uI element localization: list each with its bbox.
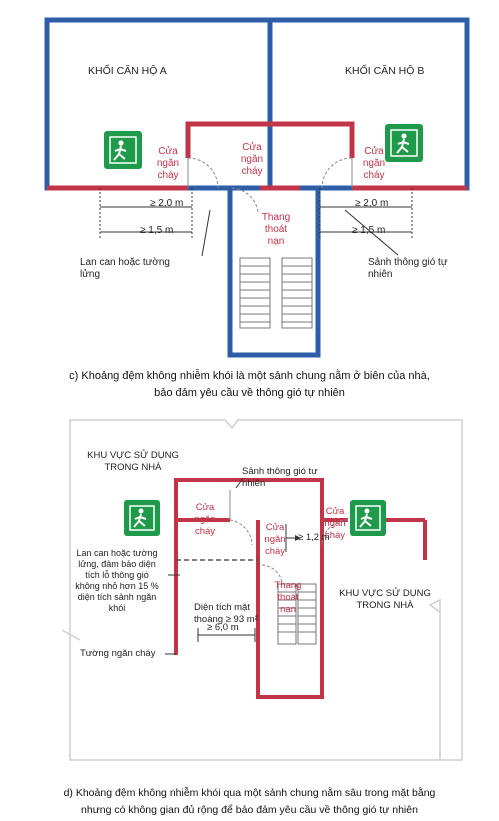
fire-door-label-center: Cửa ngăn cháy: [240, 142, 264, 177]
fire-door-label-left-d: Cửa ngăn cháy: [194, 502, 216, 537]
dim-right-2m: ≥ 2,0 m: [355, 198, 389, 209]
dim-left-2m: ≥ 2,0 m: [150, 198, 184, 209]
diagram-d-walls: [61, 419, 463, 761]
railing-label-d: Lan can hoặc tường lửng, đảm bảo diện tí…: [75, 548, 159, 613]
dim-door-1-2m: ≥ 1,2 m: [298, 532, 330, 543]
exit-sign-icon: [124, 500, 160, 536]
block-b-label: KHỐI CĂN HỘ B: [345, 65, 425, 77]
stair-label-d: Thang thoát nạn: [274, 580, 302, 615]
fire-door-label-center-d: Cửa ngăn cháy: [264, 522, 286, 557]
dim-left-1-5m: ≥ 1,5 m: [140, 225, 174, 236]
dim-width-6m: ≥ 6,0 m: [207, 622, 239, 633]
diagram-c-walls: [44, 17, 470, 358]
fire-wall-label: Tường ngăn cháy: [80, 648, 156, 659]
exit-sign-icon: [104, 131, 142, 169]
railing-label: Lan can hoặc tường lửng: [80, 257, 170, 280]
use-area-left-label: KHU VỰC SỬ DỤNG TRONG NHÀ: [87, 450, 179, 473]
fire-door-label-left: Cửa ngăn cháy: [156, 146, 180, 181]
caption-c: c) Khoảng đệm không nhiễm khói là một sả…: [69, 370, 430, 399]
exit-sign-icon: [385, 124, 423, 162]
block-a-label: KHỐI CĂN HỘ A: [88, 65, 167, 77]
dimension-lines-d: [165, 477, 301, 655]
dim-right-1-5m: ≥ 1,5 m: [352, 225, 386, 236]
caption-d: d) Khoảng đệm không nhiễm khói qua một s…: [63, 787, 436, 816]
lobby-label: Sảnh thông gió tự nhiên: [368, 257, 448, 280]
lobby-label-d: Sảnh thông gió tự nhiên: [242, 466, 318, 489]
fire-door-label-right: Cửa ngăn cháy: [362, 146, 386, 181]
use-area-right-label: KHU VỰC SỬ DỤNG TRONG NHÀ: [339, 588, 431, 611]
dimension-lines-c: [99, 188, 413, 257]
exit-sign-icon: [350, 500, 386, 536]
fire-door-label-right-d: Cửa ngăn cháy: [324, 506, 346, 541]
stair-label: Thang thoát nạn: [261, 212, 291, 247]
area-label: Diện tích mặt thoáng ≥ 93 m²: [194, 602, 258, 625]
